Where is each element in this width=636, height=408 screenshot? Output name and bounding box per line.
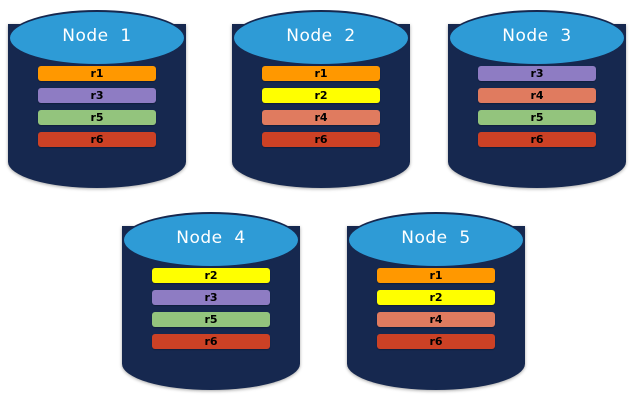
cylinder-shape (232, 10, 410, 188)
cylinder-shape (347, 212, 525, 390)
cylinder-shape (122, 212, 300, 390)
cylinder-top-ellipse (122, 212, 300, 268)
replica-label: r5 (530, 111, 544, 124)
replica-bar[interactable]: r1 (262, 66, 380, 81)
replica-label: r2 (429, 291, 443, 304)
replica-bar[interactable]: r3 (152, 290, 270, 305)
database-node-3[interactable]: Node 3 r3 r4 r5 r6 (448, 10, 626, 188)
replica-bar[interactable]: r5 (38, 110, 156, 125)
node-label: Node 2 (286, 26, 356, 46)
replica-label: r1 (314, 67, 328, 80)
replica-list: r1 r2 r4 r6 (377, 268, 495, 349)
node-label: Node 3 (502, 26, 572, 46)
replica-bar[interactable]: r4 (377, 312, 495, 327)
cylinder-shape (448, 10, 626, 188)
replica-label: r3 (530, 67, 544, 80)
node-label: Node 4 (176, 228, 246, 248)
replica-label: r6 (429, 335, 443, 348)
replica-list: r2 r3 r5 r6 (152, 268, 270, 349)
replica-bar[interactable]: r2 (152, 268, 270, 283)
cylinder-top-ellipse (448, 10, 626, 66)
database-node-5[interactable]: Node 5 r1 r2 r4 r6 (347, 212, 525, 390)
replica-bar[interactable]: r3 (478, 66, 596, 81)
replica-bar[interactable]: r6 (262, 132, 380, 147)
cylinder-top-ellipse (232, 10, 410, 66)
replica-label: r2 (314, 89, 328, 102)
replica-list: r1 r3 r5 r6 (38, 66, 156, 147)
database-node-2[interactable]: Node 2 r1 r2 r4 r6 (232, 10, 410, 188)
replica-label: r1 (429, 269, 443, 282)
replica-label: r5 (90, 111, 104, 124)
replica-bar[interactable]: r5 (478, 110, 596, 125)
replica-label: r4 (314, 111, 328, 124)
replica-label: r3 (90, 89, 104, 102)
database-node-4[interactable]: Node 4 r2 r3 r5 r6 (122, 212, 300, 390)
replica-bar[interactable]: r2 (262, 88, 380, 103)
replica-list: r1 r2 r4 r6 (262, 66, 380, 147)
replica-bar[interactable]: r6 (478, 132, 596, 147)
node-label: Node 5 (401, 228, 471, 248)
replica-bar[interactable]: r1 (38, 66, 156, 81)
replica-label: r4 (530, 89, 544, 102)
replica-label: r6 (204, 335, 218, 348)
cylinder-shape (8, 10, 186, 188)
replica-label: r4 (429, 313, 443, 326)
replica-bar[interactable]: r3 (38, 88, 156, 103)
replica-label: r2 (204, 269, 218, 282)
replica-bar[interactable]: r4 (262, 110, 380, 125)
replica-bar[interactable]: r1 (377, 268, 495, 283)
replica-label: r1 (90, 67, 104, 80)
replica-bar[interactable]: r6 (38, 132, 156, 147)
replica-bar[interactable]: r2 (377, 290, 495, 305)
cylinder-top-ellipse (8, 10, 186, 66)
replica-label: r5 (204, 313, 218, 326)
replica-label: r6 (90, 133, 104, 146)
replica-list: r3 r4 r5 r6 (478, 66, 596, 147)
replica-label: r3 (204, 291, 218, 304)
replica-bar[interactable]: r5 (152, 312, 270, 327)
replica-label: r6 (314, 133, 328, 146)
replica-bar[interactable]: r6 (152, 334, 270, 349)
node-label: Node 1 (62, 26, 132, 46)
cylinder-top-ellipse (347, 212, 525, 268)
database-node-1[interactable]: Node 1 r1 r3 r5 r6 (8, 10, 186, 188)
replica-bar[interactable]: r4 (478, 88, 596, 103)
replica-bar[interactable]: r6 (377, 334, 495, 349)
replica-label: r6 (530, 133, 544, 146)
